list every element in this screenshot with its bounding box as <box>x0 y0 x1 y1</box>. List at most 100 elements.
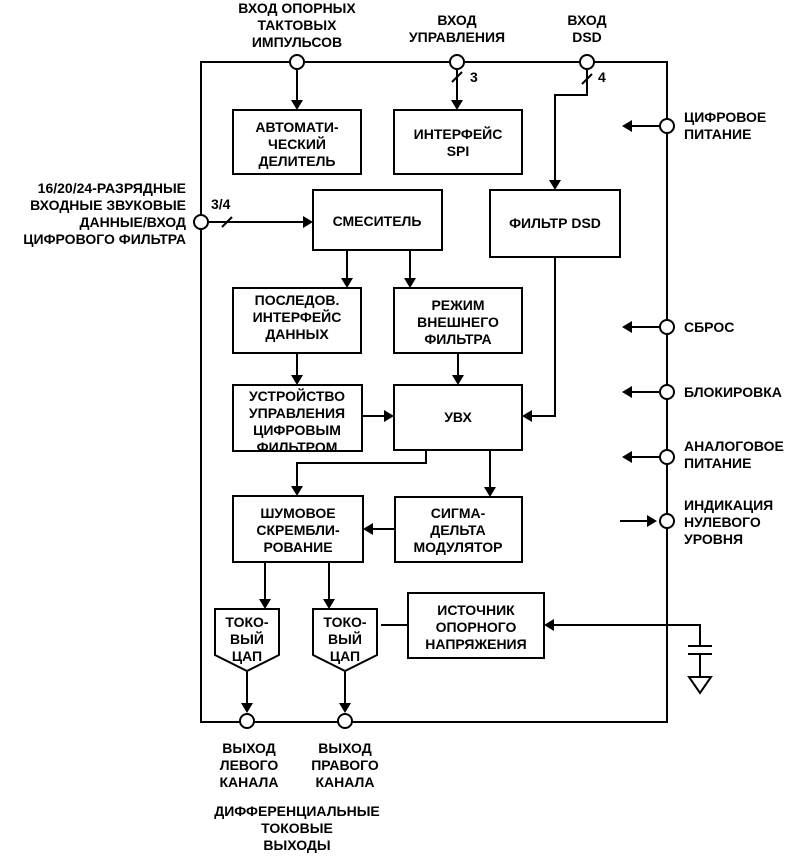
pin-mute <box>659 384 675 400</box>
bus-width-dsd: 4 <box>598 69 606 85</box>
arrow-zero-flag <box>647 515 657 527</box>
label-line: ВХОД <box>437 12 476 28</box>
label-line: КАНАЛА <box>316 774 375 790</box>
label-line: ВЫЙ <box>328 630 362 647</box>
label-line: ДЕЛИТЕЛЬ <box>259 153 336 169</box>
label-line: ДАННЫХ <box>265 326 329 342</box>
label-line: ИНТЕРФЕЙС <box>253 308 342 325</box>
dsd-filter-label: ФИЛЬТР DSD <box>509 215 601 231</box>
label-line: ТОКО- <box>323 614 367 630</box>
pin-control-in <box>449 54 465 70</box>
ext-filter-block <box>393 287 523 354</box>
arrow-dsdfilter-uvx <box>522 410 532 422</box>
label-line: ПОСЛЕДОВ. <box>255 292 340 308</box>
label-line: DSD <box>572 29 602 45</box>
label-line: ИМПУЛЬСОВ <box>252 34 342 50</box>
label-line: АВТОМАТИ- <box>255 119 338 135</box>
spi-block <box>393 109 523 175</box>
pin-dsd-in <box>579 54 595 70</box>
label-line: ФИЛЬТР DSD <box>509 215 601 231</box>
dac-right-block <box>312 608 378 673</box>
noise-scrambling-block <box>232 495 364 563</box>
label-line: ВЫХОДЫ <box>263 837 330 853</box>
arrow-mixer-serial <box>341 278 353 288</box>
pin-clock-in <box>289 54 305 70</box>
arrow-reset <box>622 321 632 333</box>
mute-label: БЛОКИРОВКА <box>684 384 782 400</box>
label-line: СБРОС <box>684 319 734 335</box>
label-line: ИНТЕРФЕЙС <box>414 125 503 142</box>
label-line: ШУМОВОЕ <box>260 505 335 521</box>
label-line: 16/20/24-РАЗРЯДНЫЕ <box>38 180 186 196</box>
label-line: ЦИФРОВЫМ <box>253 422 341 438</box>
label-line: УРОВНЯ <box>684 531 743 547</box>
label-line: ПИТАНИЕ <box>684 126 751 142</box>
label-line: РЕЖИМ <box>431 297 484 313</box>
label-line: ВЫХОД <box>318 740 371 756</box>
label-line: СМЕСИТЕЛЬ <box>333 213 422 229</box>
label-line: КАНАЛА <box>220 774 279 790</box>
uvx-label: УВХ <box>444 409 472 425</box>
label-line: ЦИФРОВОЕ <box>684 109 766 125</box>
label-line: УСТРОЙСТВО <box>249 387 345 404</box>
mixer-label: СМЕСИТЕЛЬ <box>333 213 422 229</box>
mixer-block <box>312 189 443 251</box>
ground-symbol <box>687 676 713 695</box>
serial-interface-block <box>232 287 362 354</box>
label-line: НАПРЯЖЕНИЯ <box>425 636 526 652</box>
reset-label: СБРОС <box>684 319 734 335</box>
label-line: УПРАВЛЕНИЯ <box>409 29 505 45</box>
arrow-dacright-out <box>339 703 351 713</box>
label-line: ДЕЛЬТА <box>430 522 486 538</box>
pin-reset <box>659 319 675 335</box>
filter-control-block <box>232 384 363 452</box>
bus-width-labels: 3 4 3/4 <box>211 69 606 212</box>
bus-width-audio: 3/4 <box>211 196 231 212</box>
arrow-analog-supply <box>622 451 632 463</box>
arrow-dsd-filter <box>549 180 561 190</box>
uvx-block <box>393 384 523 451</box>
connections <box>208 70 713 713</box>
bus-tick-audio <box>221 216 233 228</box>
label-line: SPI <box>447 143 470 159</box>
arrow-mute <box>622 386 632 398</box>
arrow-extfilter-uvx <box>452 375 464 385</box>
arrow-cap-vref <box>544 619 554 631</box>
arrow-clock-divider <box>291 100 303 110</box>
arrow-control-spi <box>451 100 463 110</box>
label-line: МОДУЛЯТОР <box>413 539 502 555</box>
label-line: НУЛЕВОГО <box>684 514 761 530</box>
label-line: ФИЛЬТРОМ <box>257 439 338 455</box>
label-line: ИНДИКАЦИЯ <box>684 497 773 513</box>
blocks <box>214 109 621 673</box>
pin-zero-flag <box>659 513 675 529</box>
label-line: СИГМА- <box>431 505 486 521</box>
label-line: ПРАВОГО <box>311 757 379 773</box>
label-line: ЦАП <box>330 648 360 664</box>
arrow-noise-dacleft <box>259 599 271 609</box>
label-line: ОПОРНОГО <box>436 619 517 635</box>
label-line: ЦАП <box>232 648 262 664</box>
arrow-serial-filterctrl <box>291 375 303 385</box>
label-line: ИСТОЧНИК <box>437 602 515 618</box>
